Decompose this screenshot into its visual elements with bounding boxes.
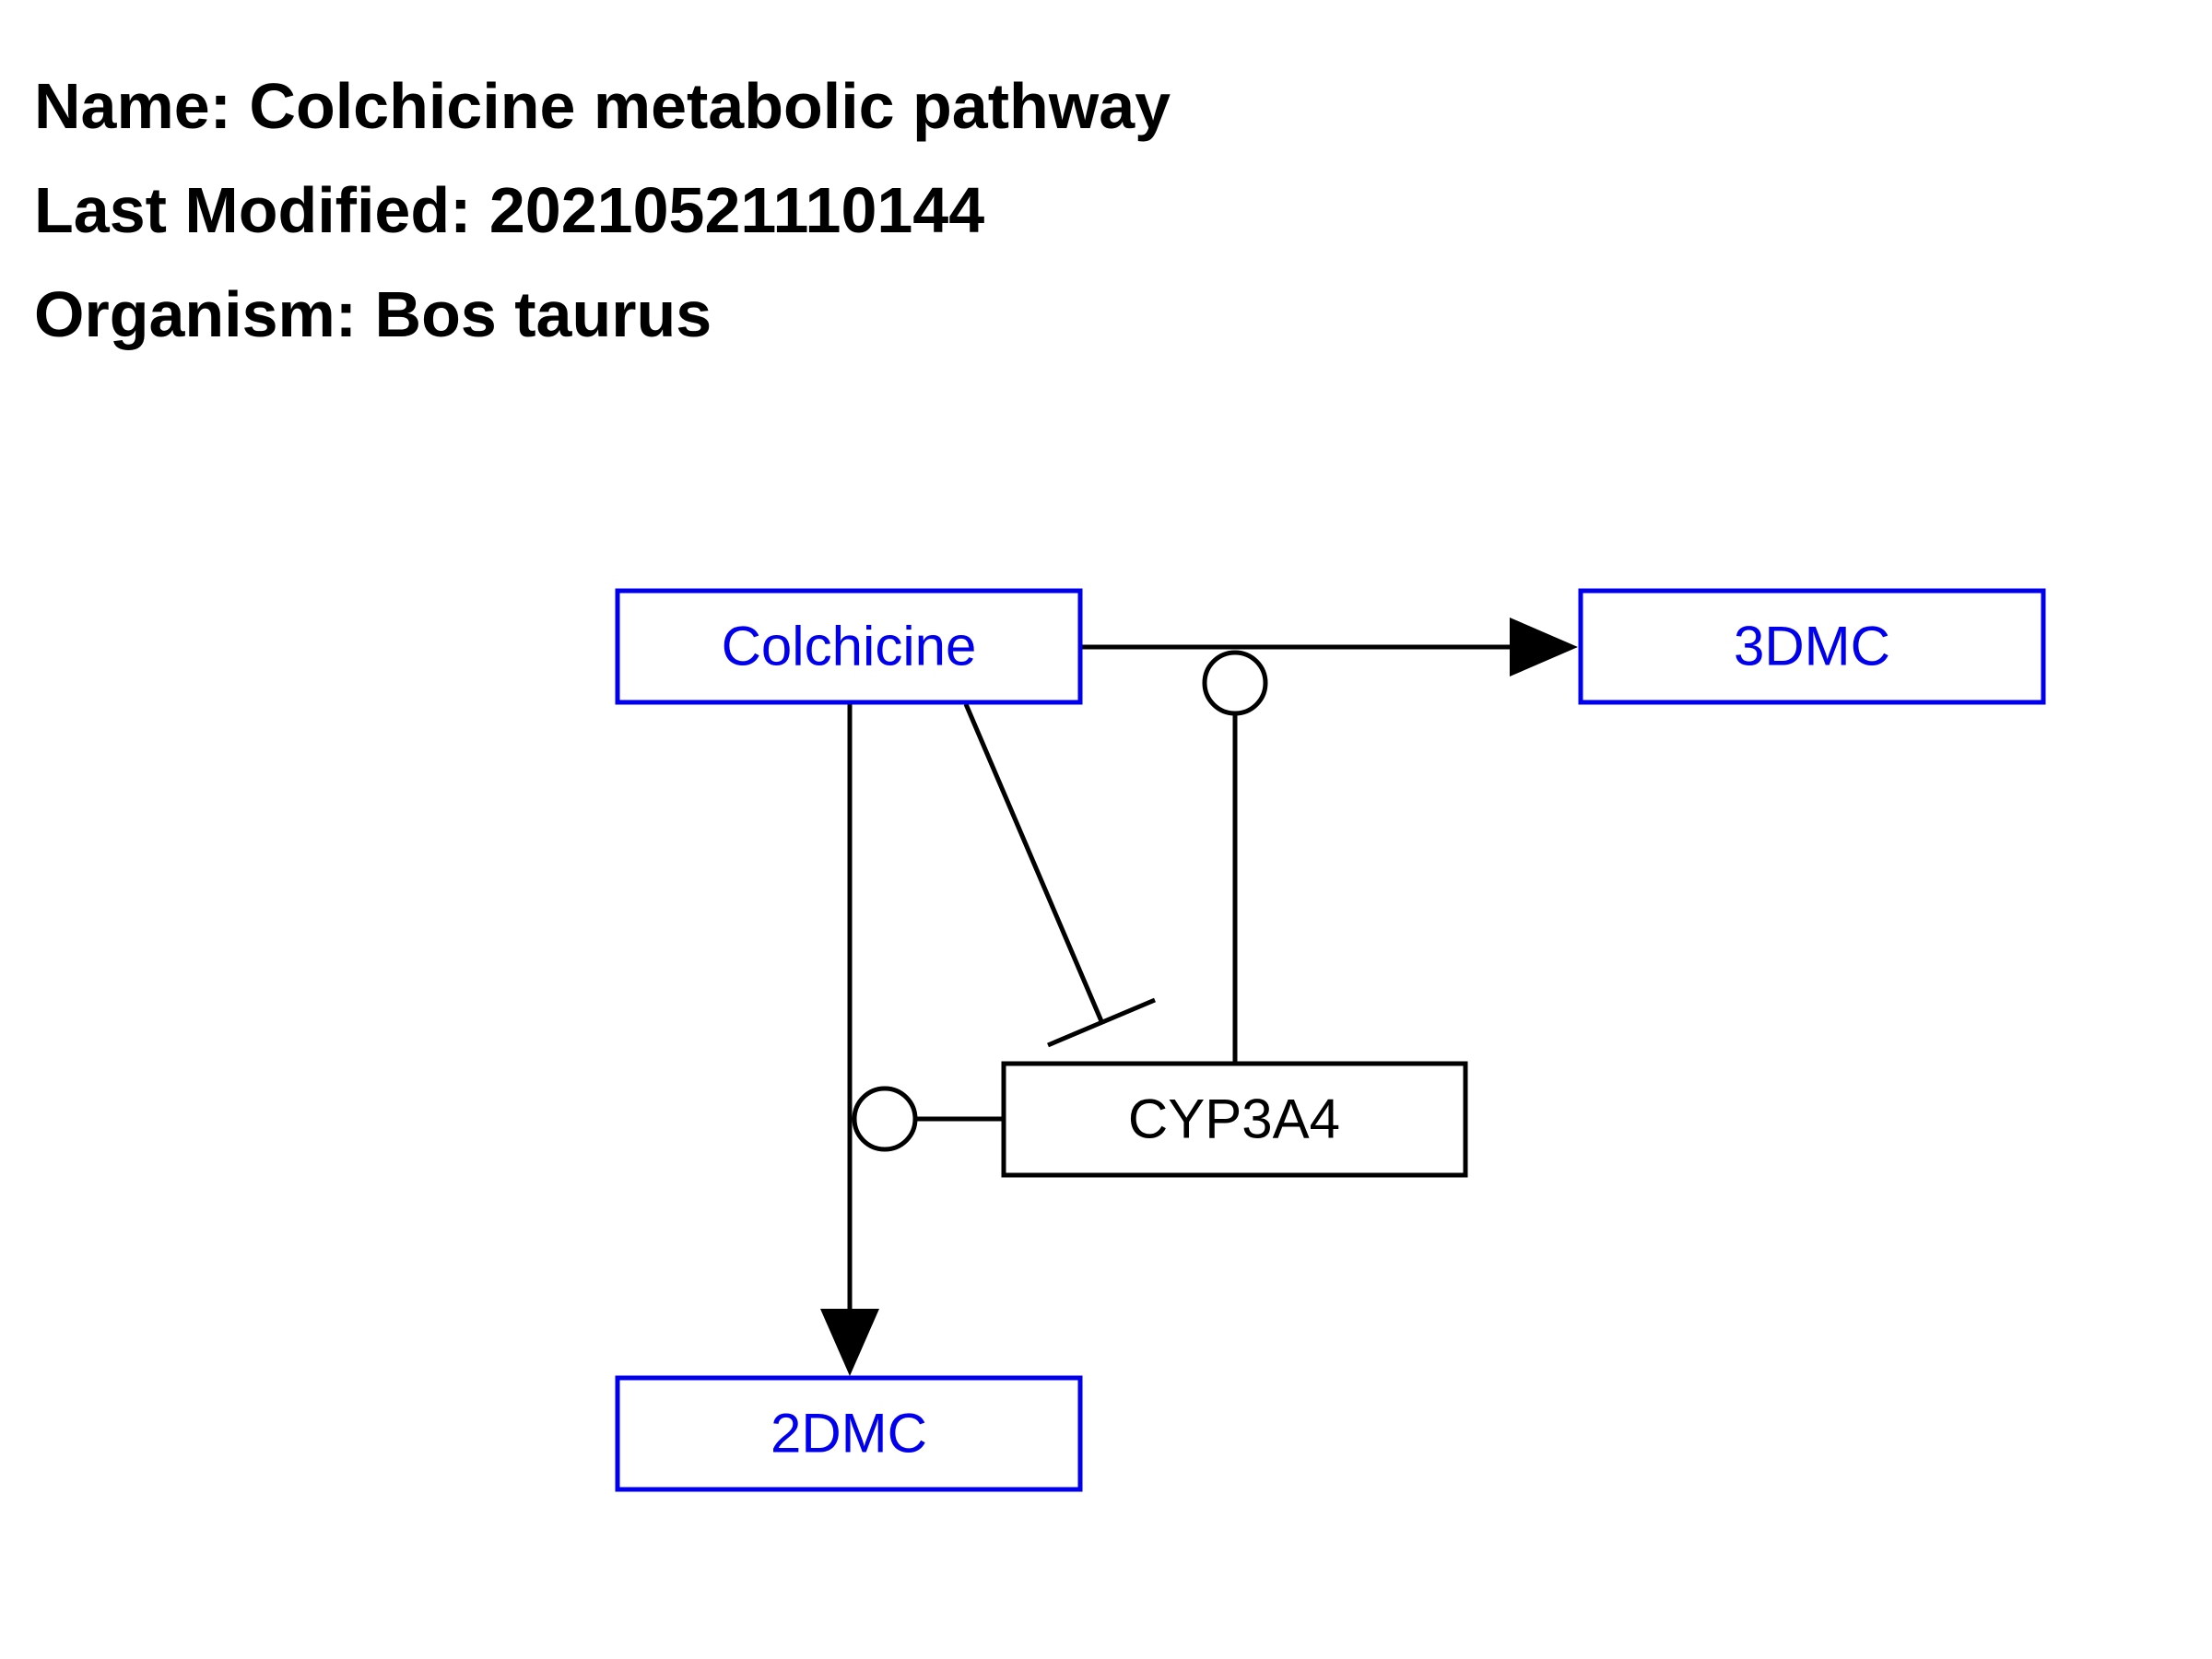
node-3dmc-label: 3DMC — [1734, 616, 1890, 677]
inhibition-edge — [963, 703, 1104, 1022]
node-colchicine[interactable]: Colchicine — [615, 588, 1083, 705]
node-cyp3a4[interactable]: CYP3A4 — [1001, 1061, 1468, 1178]
node-2dmc-label: 2DMC — [771, 1403, 927, 1465]
node-3dmc[interactable]: 3DMC — [1578, 588, 2046, 705]
node-colchicine-label: Colchicine — [722, 616, 977, 677]
inhibition-bar — [1047, 997, 1156, 1048]
last-modified: Last Modified: 20210521110144 — [34, 174, 985, 246]
catalysis-marker-3dmc — [1202, 650, 1268, 716]
node-cyp3a4-label: CYP3A4 — [1128, 1088, 1340, 1150]
organism: Organism: Bos taurus — [34, 278, 712, 350]
arrowhead-2dmc — [820, 1309, 879, 1376]
catalysis-marker-2dmc — [852, 1086, 918, 1152]
pathway-name: Name: Colchicine metabolic pathway — [34, 70, 1171, 142]
node-2dmc[interactable]: 2DMC — [615, 1375, 1083, 1492]
arrowhead-3dmc — [1510, 618, 1578, 677]
